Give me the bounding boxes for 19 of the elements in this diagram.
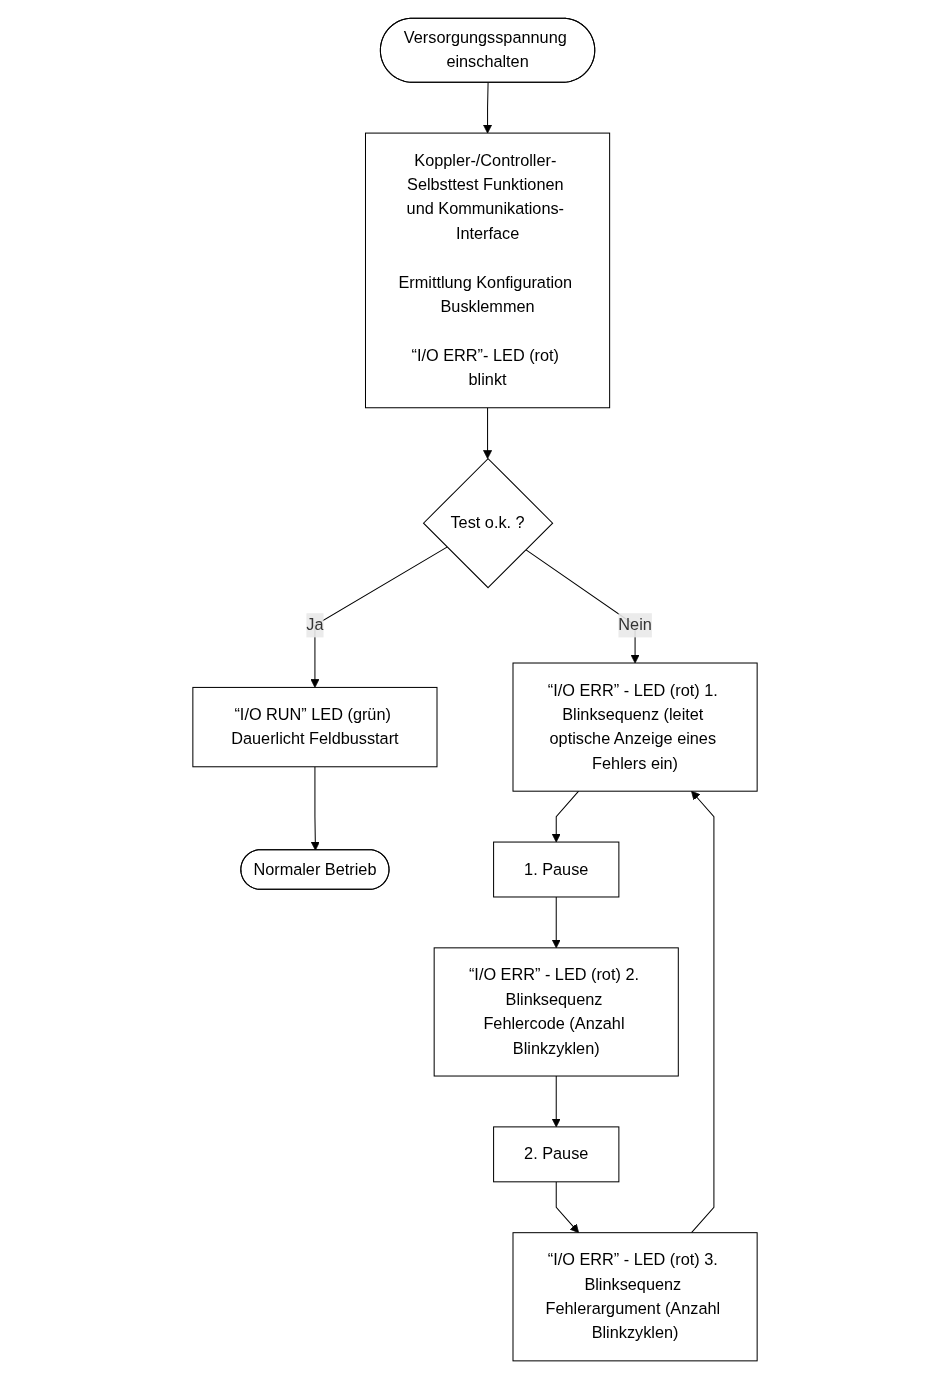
node-diamond: Test o.k. ? bbox=[422, 457, 554, 589]
node-box: “I/O ERR” - LED (rot) 1. Blinksequenz (leitet optische Anzeige eines Fehlers ein) bbox=[512, 662, 758, 792]
arrow bbox=[551, 790, 580, 843]
node-box: Koppler-/Controller- Selbsttest Funktionen und Kommunikations- Interface Ermittlung Konfiguration Busklemmen “I/O ERR”- LED (rot) blinkt bbox=[365, 132, 611, 409]
arrow bbox=[551, 896, 561, 949]
arrow bbox=[691, 790, 715, 1234]
edge-label: Ja bbox=[306, 616, 324, 634]
arrow bbox=[483, 82, 493, 134]
arrow bbox=[551, 1075, 561, 1128]
arrow bbox=[310, 766, 320, 851]
arrow bbox=[310, 546, 448, 688]
arrow bbox=[483, 407, 493, 460]
node-box: “I/O RUN” LED (grün) Dauerlicht Feldbusstart bbox=[192, 686, 438, 768]
arrow bbox=[555, 1181, 580, 1234]
node-box: 1. Pause bbox=[493, 841, 620, 898]
node-box: 2. Pause bbox=[493, 1126, 620, 1183]
node-box: “I/O ERR” - LED (rot) 2. Blinksequenz Fehlercode (Anzahl Blinkzyklen) bbox=[433, 947, 679, 1077]
node-box: “I/O ERR” - LED (rot) 3. Blinksequenz Fehlerargument (Anzahl Blinkzyklen) bbox=[512, 1232, 758, 1362]
edge-label: Nein bbox=[618, 616, 652, 634]
